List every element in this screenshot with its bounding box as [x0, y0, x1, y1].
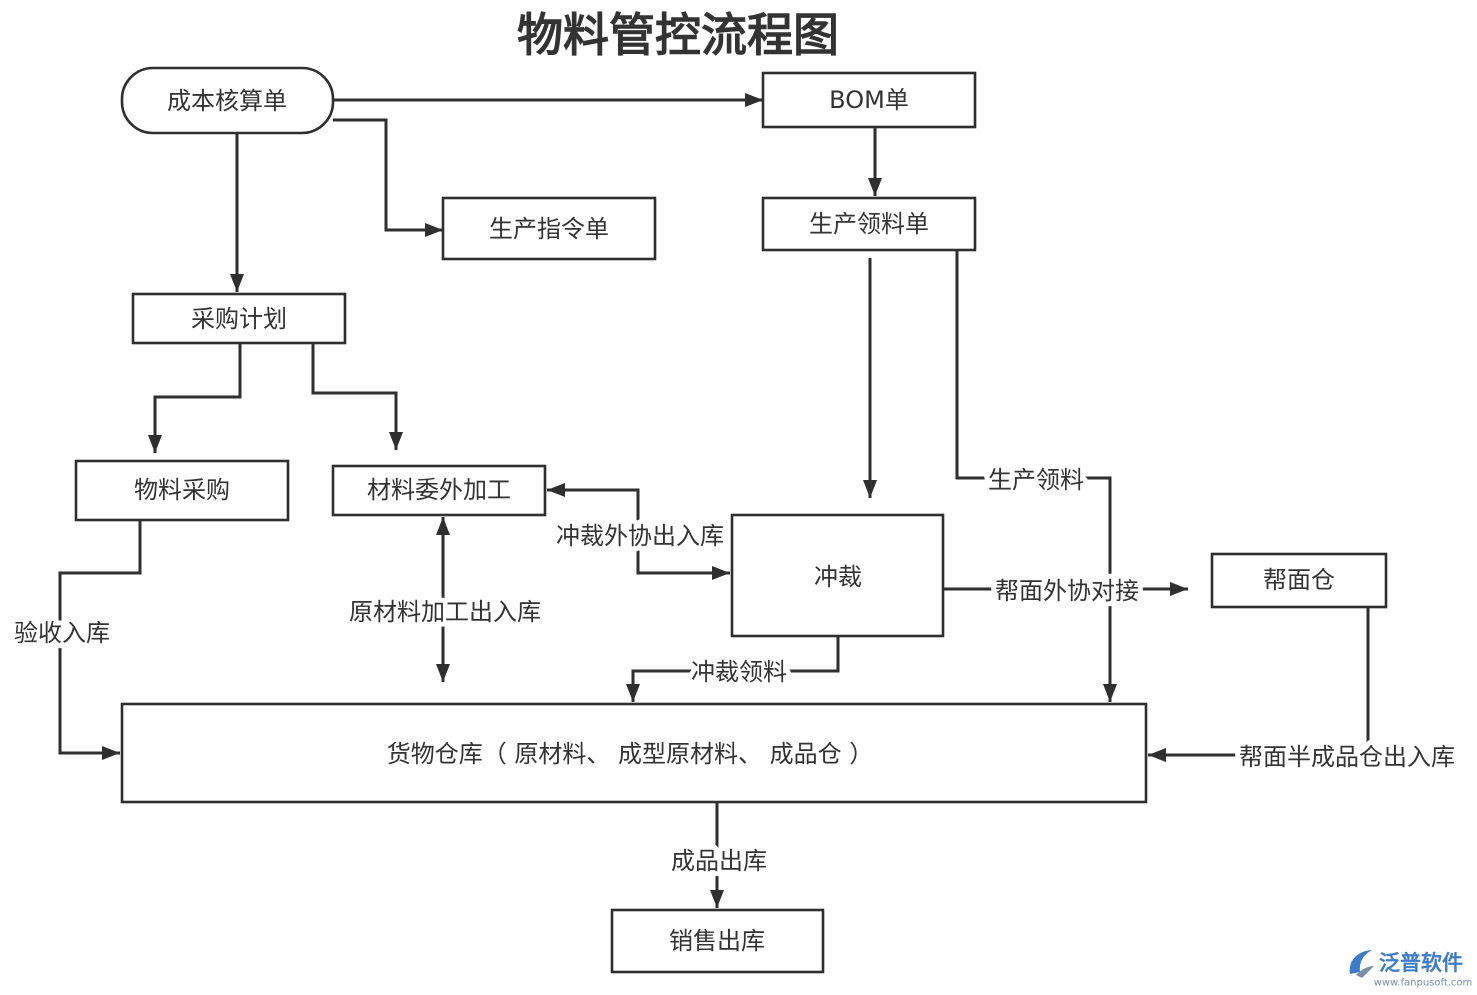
arrow-material-purchase-to-warehouse: [58, 520, 142, 760]
node-outsourced-processing-box: [331, 464, 547, 517]
node-punching-box: [730, 513, 945, 638]
node-upper-warehouse: 帮面仓: [1210, 552, 1388, 609]
node-cost-accounting: 成本核算单: [120, 66, 335, 135]
watermark-url: www.fanpusoft.com: [1374, 978, 1473, 989]
node-material-purchase-box: [74, 459, 290, 522]
arrow-plan-to-material-purchase: [148, 343, 242, 453]
node-production-requisition-box: [761, 196, 977, 252]
node-goods-warehouse: 货物仓库（ 原材料、 成型原材料、 成品仓 ）: [120, 702, 1148, 804]
edge-label-finished-outbound: 成品出库: [671, 847, 767, 875]
node-upper-warehouse-label: 帮面仓: [1263, 566, 1335, 594]
node-upper-warehouse-box: [1210, 552, 1388, 609]
node-purchase-plan-label: 采购计划: [191, 305, 287, 333]
arrow-plan-to-outsourced-processing: [311, 343, 403, 450]
node-production-requisition-label: 生产领料单: [809, 210, 929, 238]
edge-label-upper-semi-finished-io: 帮面半成品仓出入库: [1239, 743, 1455, 771]
node-material-purchase: 物料采购: [74, 459, 290, 522]
watermark-brand: 泛普软件: [1379, 951, 1463, 975]
node-sales-outbound: 销售出库: [610, 908, 825, 974]
node-material-purchase-label: 物料采购: [134, 476, 230, 504]
arrow-upper-warehouse-to-goods-warehouse: [1148, 607, 1370, 762]
node-production-requisition: 生产领料单: [761, 196, 977, 252]
node-bom-box: [761, 71, 977, 129]
node-bom-label: BOM单: [829, 86, 909, 114]
connectors: [58, 93, 1370, 908]
node-production-order: 生产指令单: [441, 196, 657, 261]
edge-label-inspection-inbound: 验收入库: [14, 619, 110, 647]
node-sales-outbound-box: [610, 908, 825, 974]
arrow-cost-to-production-order: [333, 118, 443, 237]
node-production-order-label: 生产指令单: [489, 215, 609, 243]
arrow-outsourced-punching-bidirectional: [547, 483, 730, 580]
edge-labels: 验收入库 冲裁外协出入库 原材料加工出入库 生产领料 帮面外协对接 冲裁领料 帮…: [9, 461, 1460, 880]
fanpu-logo-icon: [1349, 950, 1374, 978]
node-outsourced-processing: 材料委外加工: [331, 464, 547, 517]
watermark: 泛普软件 www.fanpusoft.com: [1349, 950, 1473, 989]
edge-label-punching-outsource-io: 冲裁外协出入库: [556, 522, 724, 550]
node-punching: 冲裁: [730, 513, 945, 638]
node-goods-warehouse-box: [120, 702, 1148, 804]
node-goods-warehouse-label: 货物仓库（ 原材料、 成型原材料、 成品仓 ）: [387, 740, 874, 768]
node-cost-accounting-box: [120, 66, 335, 135]
chart-title: 物料管控流程图: [517, 8, 839, 62]
node-purchase-plan: 采购计划: [131, 292, 347, 345]
edge-label-punching-requisition: 冲裁领料: [691, 658, 787, 686]
node-sales-outbound-label: 销售出库: [669, 927, 765, 955]
edge-label-upper-outsource-docking: 帮面外协对接: [995, 577, 1139, 605]
node-bom: BOM单: [761, 71, 977, 129]
node-production-order-box: [441, 196, 657, 261]
node-cost-accounting-label: 成本核算单: [167, 87, 287, 115]
edge-label-raw-material-processing-io: 原材料加工出入库: [349, 598, 541, 626]
edge-label-production-requisition: 生产领料: [988, 466, 1084, 494]
arrow-punching-to-warehouse: [626, 636, 840, 702]
node-outsourced-processing-label: 材料委外加工: [367, 476, 511, 504]
node-punching-label: 冲裁: [814, 563, 862, 591]
node-purchase-plan-box: [131, 292, 347, 345]
